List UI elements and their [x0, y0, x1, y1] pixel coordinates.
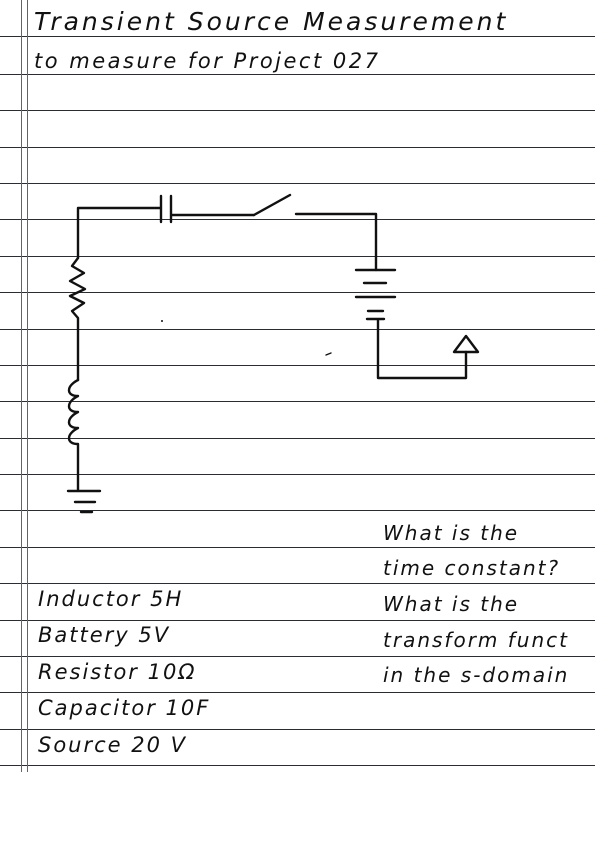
- rule-line: [0, 583, 595, 584]
- battery-icon: [354, 268, 397, 321]
- resistor-icon: [68, 256, 87, 382]
- notebook-page: Transient Source Measurement to measure …: [0, 0, 595, 772]
- component-battery: Battery 5V: [38, 623, 171, 647]
- stray-dot: [161, 320, 163, 322]
- rule-line: [0, 36, 595, 37]
- rule-line: [0, 692, 595, 693]
- question-line-4: transform funct: [383, 628, 569, 652]
- rule-line: [0, 474, 595, 475]
- circuit-diagram: [66, 193, 480, 514]
- rule-line: [0, 365, 595, 366]
- wire: [376, 318, 468, 380]
- ground-icon: [66, 489, 102, 514]
- switch-icon: [252, 193, 292, 217]
- inductor-icon: [67, 378, 80, 492]
- rule-line: [0, 110, 595, 111]
- component-inductor: Inductor 5H: [38, 587, 184, 611]
- wire: [76, 206, 162, 260]
- rule-line: [0, 656, 595, 657]
- title-line-2: to measure for Project 027: [34, 49, 381, 73]
- wire: [294, 212, 378, 272]
- rule-line: [0, 547, 595, 548]
- title-line-1: Transient Source Measurement: [34, 7, 509, 36]
- margin-line-left: [21, 0, 22, 772]
- margin-line-right: [27, 0, 28, 772]
- question-line-2: time constant?: [383, 556, 561, 580]
- rule-line: [0, 219, 595, 220]
- rule-line: [0, 329, 595, 330]
- rule-line: [0, 147, 595, 148]
- question-line-5: in the s-domain: [383, 663, 570, 687]
- rule-line: [0, 183, 595, 184]
- rule-line: [0, 510, 595, 511]
- component-resistor: Resistor 10Ω: [38, 660, 197, 684]
- question-line-3: What is the: [383, 592, 520, 616]
- question-line-1: What is the: [383, 521, 520, 545]
- rule-line: [0, 729, 595, 730]
- rule-line: [0, 74, 595, 75]
- source-arrow-icon: [452, 334, 480, 354]
- rule-line: [0, 620, 595, 621]
- rule-line: [0, 256, 595, 257]
- rule-line: [0, 401, 595, 402]
- capacitor-icon: [159, 194, 173, 224]
- rule-line: [0, 438, 595, 439]
- component-source: Source 20 V: [38, 733, 188, 757]
- component-capacitor: Capacitor 10F: [38, 696, 211, 720]
- stray-mark: [325, 352, 332, 356]
- rule-line: [0, 292, 595, 293]
- rule-line: [0, 765, 595, 766]
